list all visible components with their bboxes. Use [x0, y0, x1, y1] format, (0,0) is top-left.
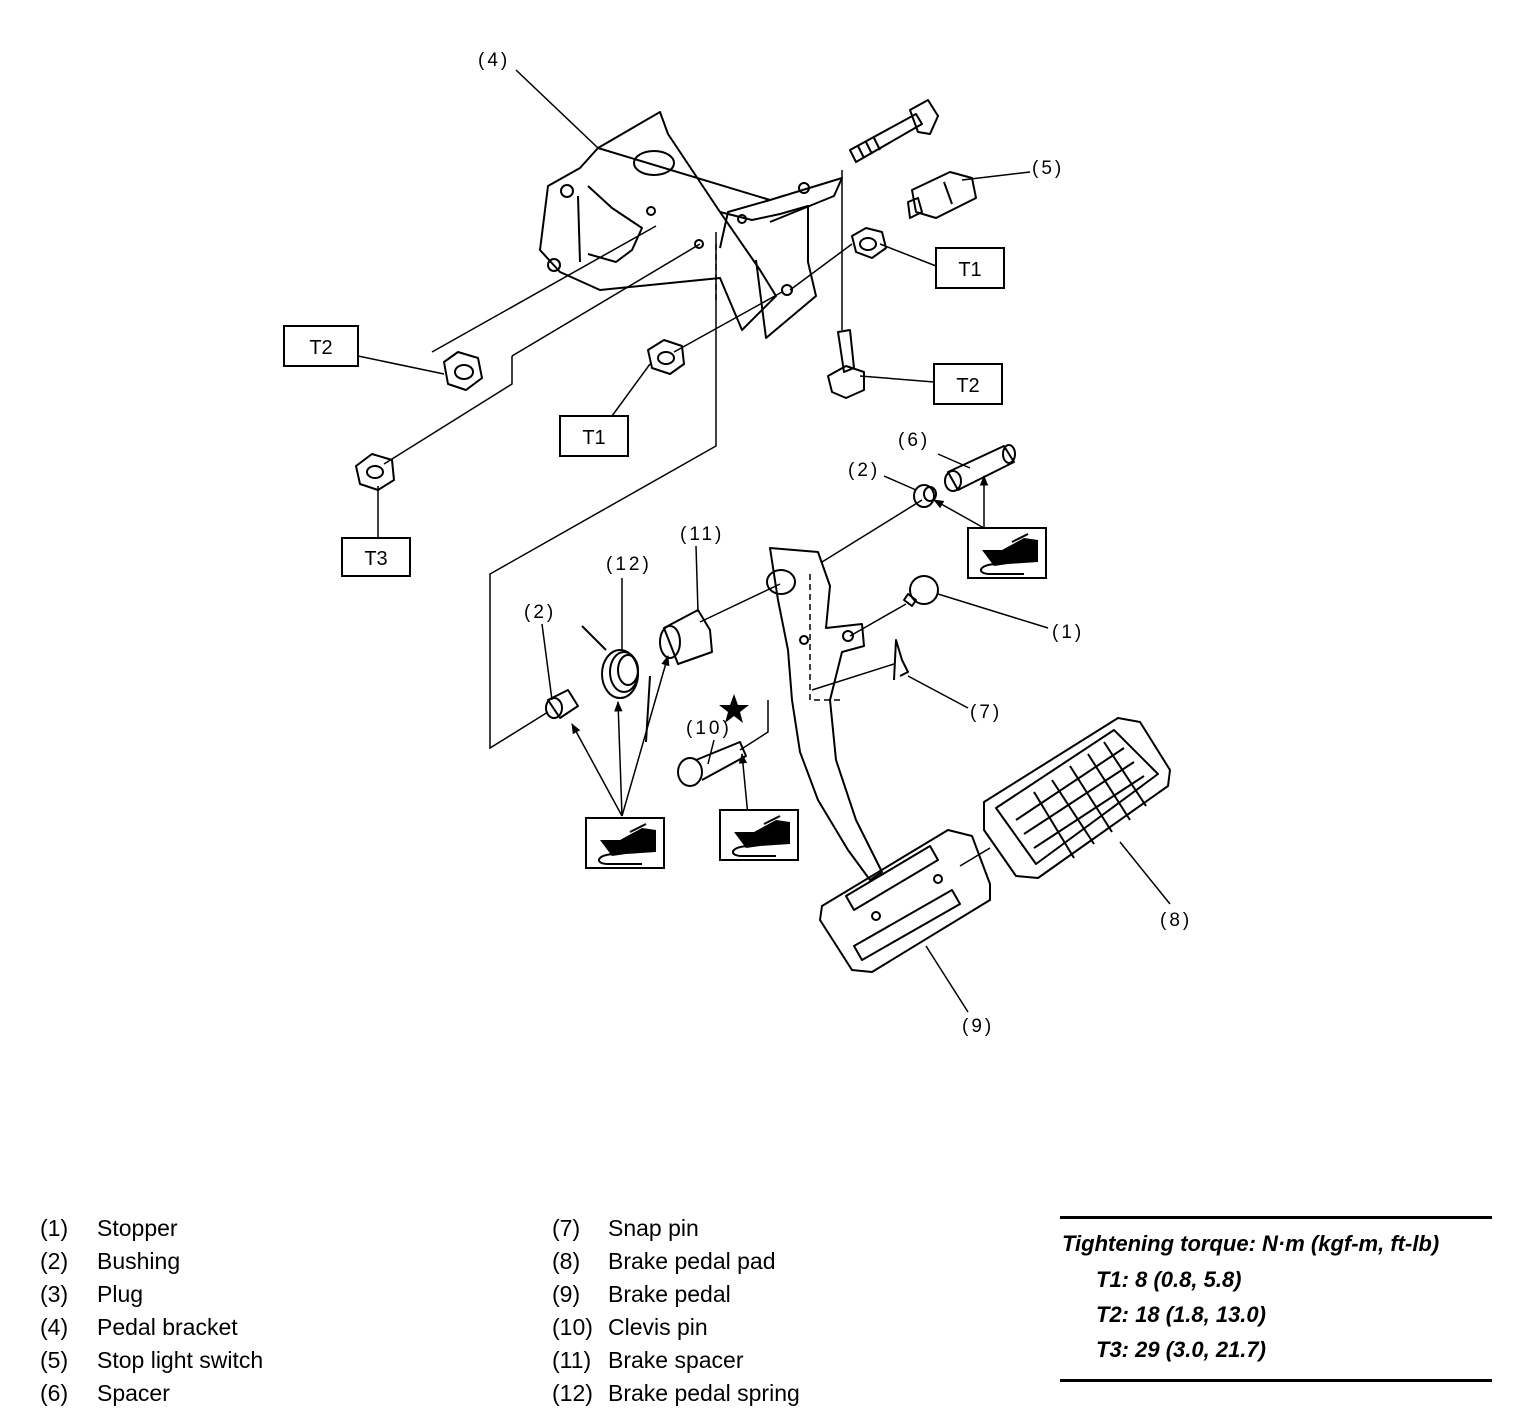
brake-spacer — [659, 609, 713, 665]
torque-spec-t1: T1: 8 (0.8, 5.8) — [1096, 1267, 1242, 1292]
callout-12: (12) — [606, 554, 652, 575]
snap-pin — [893, 639, 909, 681]
grease-application-icon — [967, 527, 1047, 579]
parts-legend-left: (1)Stopper (2)Bushing (3)Plug (4)Pedal b… — [40, 1212, 263, 1410]
bracket-bolt — [849, 99, 939, 163]
nut-t1-upper — [851, 227, 887, 259]
legend-item: (5)Stop light switch — [40, 1347, 264, 1373]
legend-item: (9)Brake pedal — [552, 1281, 731, 1307]
brake-pedal-exploded-diagram: T1 T2 T1 T2 T3 (4) (5) (6) (2) (11) (12)… — [283, 50, 1192, 1037]
callout-6: (6) — [898, 430, 930, 451]
callout-8: (8) — [1160, 910, 1192, 931]
callout-9: (9) — [962, 1016, 994, 1037]
legend-item: (7)Snap pin — [552, 1215, 699, 1241]
grease-application-icon — [719, 809, 799, 861]
torque-tag-t2-right: T2 — [956, 375, 979, 397]
brake-pedal-arm — [766, 547, 883, 881]
legend-item: (11)Brake spacer — [552, 1347, 744, 1373]
nut-t1-lower — [647, 339, 685, 375]
brake-pedal-spring — [581, 625, 651, 743]
torque-tag-t2-left: T2 — [309, 337, 332, 359]
torque-spec-t2: T2: 18 (1.8, 13.0) — [1096, 1302, 1266, 1327]
callout-5: (5) — [1032, 158, 1064, 179]
legend-item: (1)Stopper — [40, 1215, 178, 1241]
callout-1: (1) — [1052, 622, 1084, 643]
star-mark-icon — [719, 694, 749, 723]
legend-item: (8)Brake pedal pad — [552, 1248, 776, 1274]
callout-2-upper: (2) — [848, 460, 880, 481]
torque-tag-t1-lower: T1 — [582, 427, 605, 449]
callout-2-lower: (2) — [524, 602, 556, 623]
tightening-torque-box: Tightening torque: N·m (kgf-m, ft-lb) T1… — [1060, 1216, 1492, 1382]
bolt-t2-right — [827, 329, 865, 399]
spacer — [944, 444, 1016, 492]
legend-item: (2)Bushing — [40, 1248, 181, 1274]
bushing-lower — [545, 689, 579, 719]
legend-item: (6)Spacer — [40, 1380, 170, 1406]
clevis-pin — [677, 741, 747, 787]
nut-t3 — [355, 453, 395, 491]
torque-tag-t1-upper: T1 — [958, 259, 981, 281]
callout-4: (4) — [478, 50, 510, 71]
brake-pedal-foot — [819, 829, 991, 973]
torque-tag-t3: T3 — [364, 548, 387, 570]
stopper — [903, 575, 939, 607]
callout-11: (11) — [680, 524, 724, 545]
torque-spec-t3: T3: 29 (3.0, 21.7) — [1096, 1337, 1266, 1362]
pedal-bracket — [539, 111, 843, 339]
parts-legend-right: (7)Snap pin (8)Brake pedal pad (9)Brake … — [552, 1212, 800, 1410]
callout-7: (7) — [970, 702, 1002, 723]
legend-item: (3)Plug — [40, 1281, 144, 1307]
stop-light-switch — [907, 171, 977, 219]
callout-10: (10) — [686, 718, 732, 739]
nut-t2-left — [443, 351, 483, 391]
grease-application-icon — [585, 817, 665, 869]
legend-item: (4)Pedal bracket — [40, 1314, 238, 1340]
bushing-upper — [913, 484, 937, 508]
legend-item: (10)Clevis pin — [552, 1314, 708, 1340]
brake-pedal-pad — [983, 717, 1171, 879]
torque-title: Tightening torque: N·m (kgf-m, ft-lb) — [1062, 1231, 1440, 1256]
legend-item: (12)Brake pedal spring — [552, 1380, 800, 1406]
